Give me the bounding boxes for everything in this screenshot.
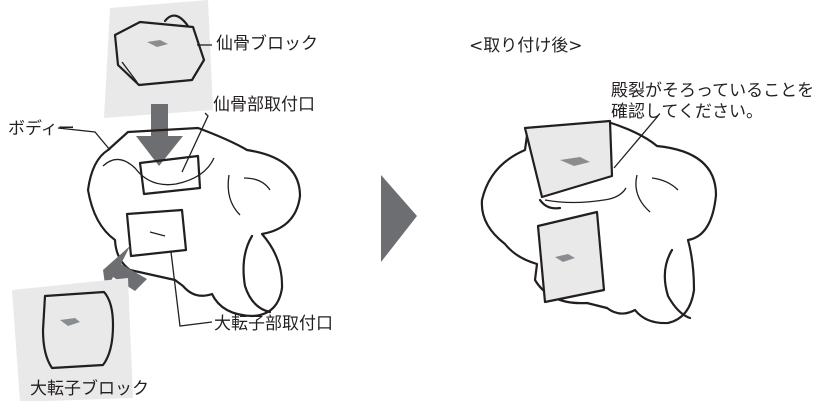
trochanter-block-label: 大転子ブロック <box>30 379 149 399</box>
cleft-note-line1: 殿裂がそろっていることを <box>611 81 815 101</box>
leader-body <box>57 127 111 151</box>
after-heading: <取り付け後> <box>469 36 583 56</box>
body-label: ボディー <box>8 119 75 139</box>
leader-cleft <box>613 115 659 169</box>
leader-trochanter-slot <box>170 251 213 327</box>
sacrum-block <box>104 0 213 118</box>
sacrum-slot <box>138 154 202 196</box>
body-mannequin-after <box>480 119 718 325</box>
body-mannequin-before <box>86 126 302 318</box>
trochanter-slot-label: 大転子部取付口 <box>214 314 333 334</box>
next-step-triangle <box>381 175 417 262</box>
trochanter-block <box>12 278 133 402</box>
cleft-note-line2: 確認してください。 <box>611 102 763 122</box>
leader-sacrum-slot <box>181 112 209 173</box>
trochanter-arrow <box>103 246 147 292</box>
sacrum-block-label: 仙骨ブロック <box>216 34 318 54</box>
down-arrow-sacrum <box>136 104 183 166</box>
sacrum-slot-label: 仙骨部取付口 <box>213 95 315 115</box>
